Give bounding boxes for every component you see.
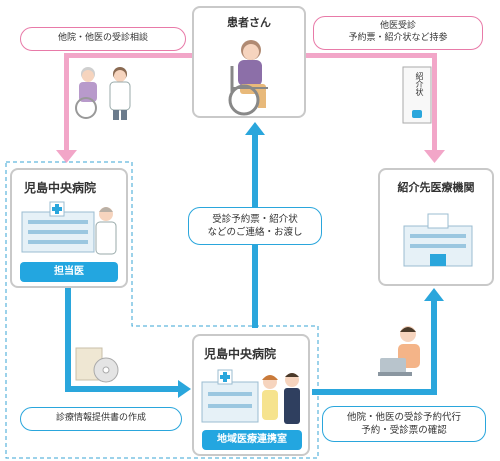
bring-label-line1: 他医受診 — [379, 21, 416, 31]
booking-agency-line1: 他院・他医の受診予約代行 — [346, 412, 461, 423]
pink-arrowhead-down-left — [56, 150, 77, 163]
handover-label: 受診予約票・紹介状 などのご連絡・お渡し — [188, 207, 322, 245]
blue-arrowhead-right — [178, 380, 191, 398]
hospital-with-doctor-illustration — [21, 201, 117, 255]
hospital-with-staff-illustration — [201, 369, 300, 424]
document-creation-label: 診療情報提供書の作成 — [20, 407, 182, 431]
pink-flow-left-horizontal — [64, 53, 192, 58]
pink-flow-right-horizontal — [305, 53, 437, 58]
booking-agency-line2: 予約・受診票の確認 — [361, 425, 447, 436]
referral-institution-title: 紹介先医療機関 — [397, 181, 475, 194]
medical-documents-and-cd-icon — [75, 347, 119, 383]
elderly-and-doctor-illustration — [75, 67, 131, 120]
blue-flow-right-horizontal — [312, 389, 437, 395]
referral-envelope-icon — [402, 66, 432, 124]
patient-title: 患者さん — [227, 16, 271, 29]
pink-arrowhead-down-right — [424, 150, 445, 163]
bring-label-line2: 予約票・紹介状など持参 — [348, 33, 448, 43]
envelope-text: 紹介状 — [415, 72, 424, 96]
referral-institution-box: 紹介先医療機関 — [378, 168, 494, 286]
patient-box: 患者さん — [192, 6, 306, 118]
pink-flow-right-vertical — [432, 53, 437, 155]
blue-flow-left-vertical — [65, 288, 71, 392]
consult-label: 他院・他医の受診相談 — [20, 27, 186, 51]
blue-arrowhead-up-right — [424, 288, 444, 301]
center-hospital-box: 児島中央病院 地域医療連携室 — [192, 334, 310, 456]
pink-flow-left-vertical — [64, 53, 69, 155]
blue-arrowhead-up-center — [245, 122, 265, 135]
handover-label-line1: 受診予約票・紹介状 — [212, 214, 298, 225]
center-hospital-title: 児島中央病院 — [204, 347, 277, 361]
center-hospital-role-label: 地域医療連携室 — [202, 430, 302, 450]
staff-with-laptop-illustration — [378, 326, 420, 376]
blue-flow-right-vertical — [431, 300, 437, 395]
left-hospital-box: 児島中央病院 担当医 — [10, 168, 128, 288]
left-hospital-title: 児島中央病院 — [24, 181, 97, 195]
left-hospital-role-label: 担当医 — [20, 262, 118, 282]
blue-flow-left-horizontal — [65, 386, 180, 392]
patient-wheelchair-illustration — [228, 40, 268, 116]
handover-label-line2: などのご連絡・お渡し — [207, 227, 303, 238]
bring-label: 他医受診 予約票・紹介状など持参 — [313, 16, 483, 50]
referral-hospital-illustration — [403, 213, 473, 267]
booking-agency-label: 他院・他医の受診予約代行 予約・受診票の確認 — [322, 406, 486, 442]
